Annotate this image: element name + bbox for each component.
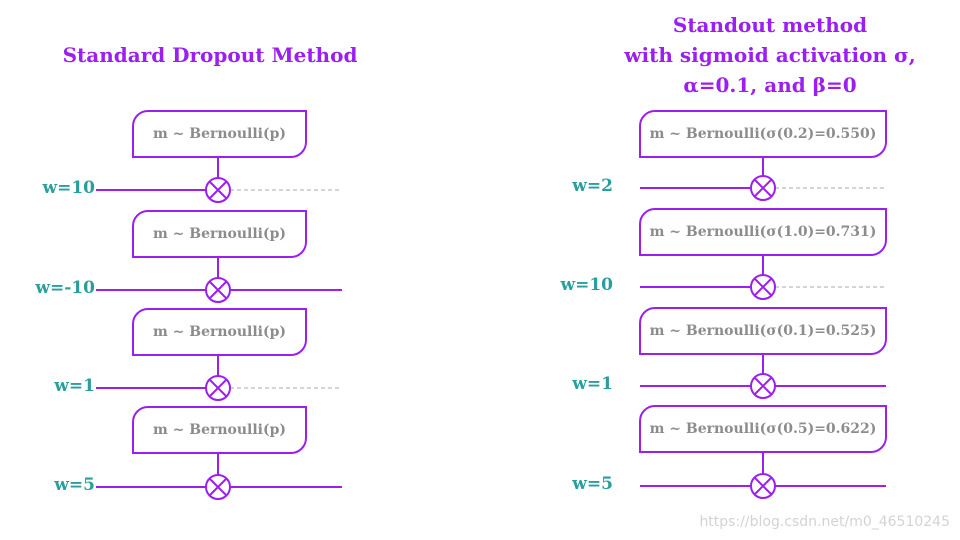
left-multiply-cross-b-4 [208, 477, 228, 497]
right-weight-label-4: w=5 [572, 474, 613, 494]
right-title-line-2: with sigmoid activation σ, [624, 43, 916, 67]
left-weight-label-4: w=5 [54, 475, 95, 495]
left-bernoulli-box-2: m ~ Bernoulli(p) [132, 210, 307, 258]
right-title: Standout method with sigmoid activation … [590, 10, 950, 100]
right-weight-label-3: w=1 [572, 374, 613, 394]
right-multiply-cross-b-1 [753, 178, 773, 198]
right-weight-label-1: w=2 [572, 176, 613, 196]
left-bernoulli-box-3: m ~ Bernoulli(p) [132, 308, 307, 356]
left-multiply-cross-b-3 [208, 378, 228, 398]
right-multiply-cross-b-3 [753, 376, 773, 396]
left-multiply-cross-b-2 [208, 280, 228, 300]
right-bernoulli-box-2: m ~ Bernoulli(σ(1.0)=0.731) [639, 208, 887, 256]
watermark: https://blog.csdn.net/m0_46510245 [699, 514, 950, 530]
left-weight-label-3: w=1 [54, 376, 95, 396]
right-multiply-cross-b-4 [753, 476, 773, 496]
right-weight-label-2: w=10 [560, 275, 613, 295]
right-title-line-3: α=0.1, and β=0 [683, 73, 857, 97]
left-weight-label-2: w=-10 [35, 278, 95, 298]
right-multiply-cross-b-2 [753, 277, 773, 297]
right-bernoulli-box-1: m ~ Bernoulli(σ(0.2)=0.550) [639, 110, 887, 158]
left-bernoulli-box-1: m ~ Bernoulli(p) [132, 110, 307, 158]
right-title-line-1: Standout method [672, 13, 868, 37]
left-weight-label-1: w=10 [42, 178, 95, 198]
left-multiply-cross-b-1 [208, 180, 228, 200]
right-bernoulli-box-3: m ~ Bernoulli(σ(0.1)=0.525) [639, 307, 887, 355]
right-bernoulli-box-4: m ~ Bernoulli(σ(0.5)=0.622) [639, 405, 887, 453]
left-title: Standard Dropout Method [62, 43, 358, 67]
left-bernoulli-box-4: m ~ Bernoulli(p) [132, 406, 307, 454]
